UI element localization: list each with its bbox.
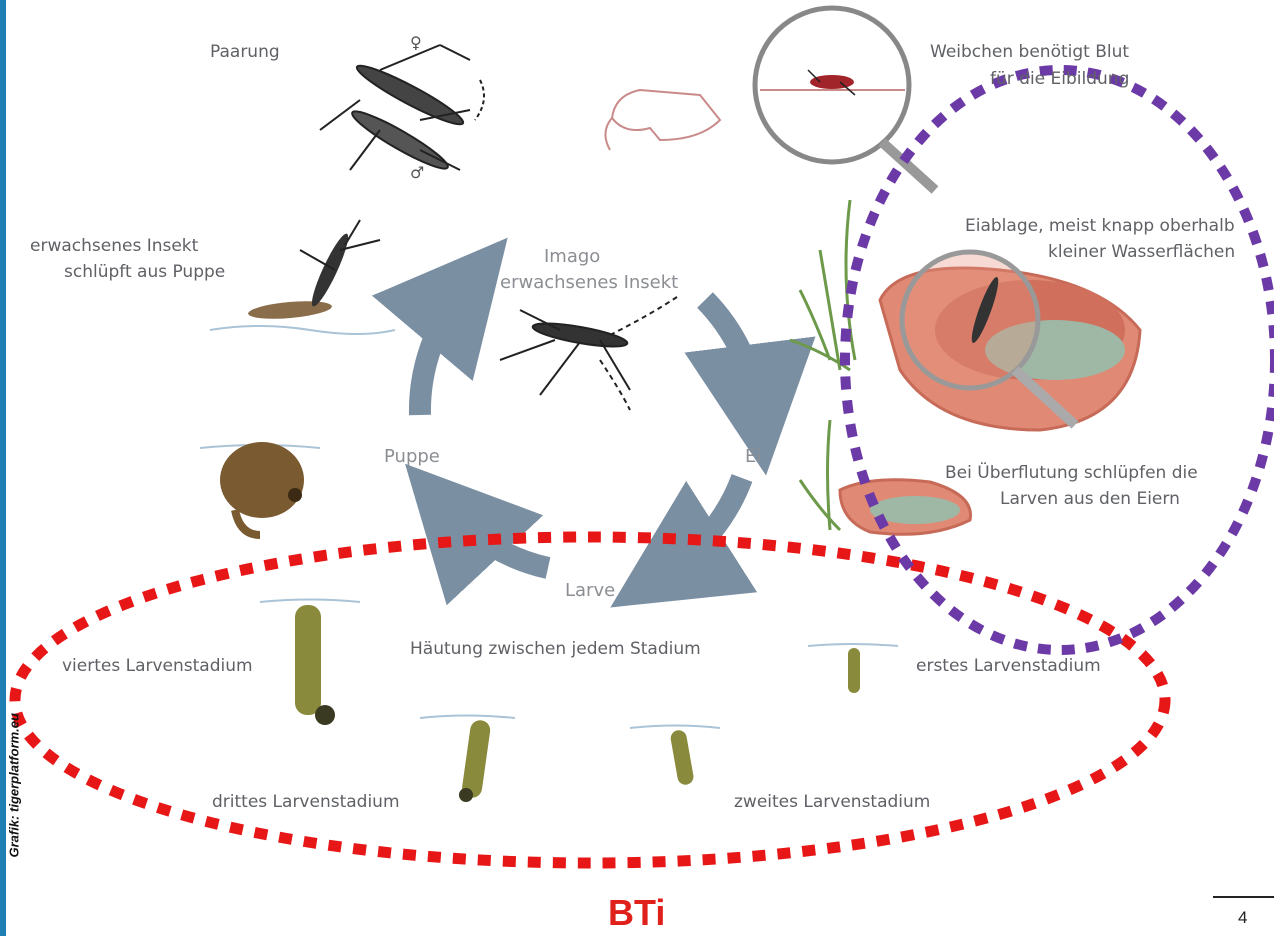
mating-mosquitoes-icon: ♀ ♂ [320,33,484,182]
caption-flut-2: Larven aus den Eiern [1000,487,1180,511]
stage-ei: Ei [745,446,761,467]
pupa-icon [200,442,320,535]
page-number-rule [1213,896,1274,898]
caption-larve-4: viertes Larvenstadium [62,654,253,678]
hand-icon [605,90,720,150]
stage-imago-sub: erwachsenes Insekt [500,272,678,293]
caption-paarung: Paarung [210,40,280,64]
caption-blut-2: für die Eibildung [990,67,1129,91]
arrow-ei-to-larve [666,478,742,572]
arrow-imago-to-ei [705,300,758,410]
bti-label: BTi [608,892,665,934]
svg-text:♀: ♀ [410,33,422,52]
svg-text:♂: ♂ [410,163,424,182]
caption-haeutung: Häutung zwischen jedem Stadium [410,637,701,661]
emerging-mosquito-icon [210,220,395,334]
image-credit: Grafik: tigerplatform.eu [7,698,22,858]
larva-4-icon [260,600,360,726]
stage-larve: Larve [565,580,615,601]
page-number: 4 [1238,908,1247,928]
caption-flut-1: Bei Überflutung schlüpfen die [945,461,1198,485]
caption-larve-2: zweites Larvenstadium [734,790,930,814]
caption-larve-3: drittes Larvenstadium [212,790,400,814]
larva-1-icon [808,644,898,693]
larva-2-icon [630,726,720,786]
adult-mosquito-icon [500,295,680,410]
arrow-puppe-to-imago [420,288,465,415]
larva-3-icon [420,716,515,803]
caption-blut-1: Weibchen benötigt Blut [930,40,1129,64]
stage-imago: Imago [544,246,600,267]
caption-schlupf-2: schlüpft aus Puppe [64,260,225,284]
caption-eiablage-1: Eiablage, meist knapp oberhalb [965,214,1235,238]
stage-puppe: Puppe [384,446,440,467]
caption-eiablage-2: kleiner Wasserflächen [1048,240,1235,264]
caption-larve-1: erstes Larvenstadium [916,654,1101,678]
bowl-small-icon [840,480,971,535]
caption-schlupf-1: erwachsenes Insekt [30,234,198,258]
